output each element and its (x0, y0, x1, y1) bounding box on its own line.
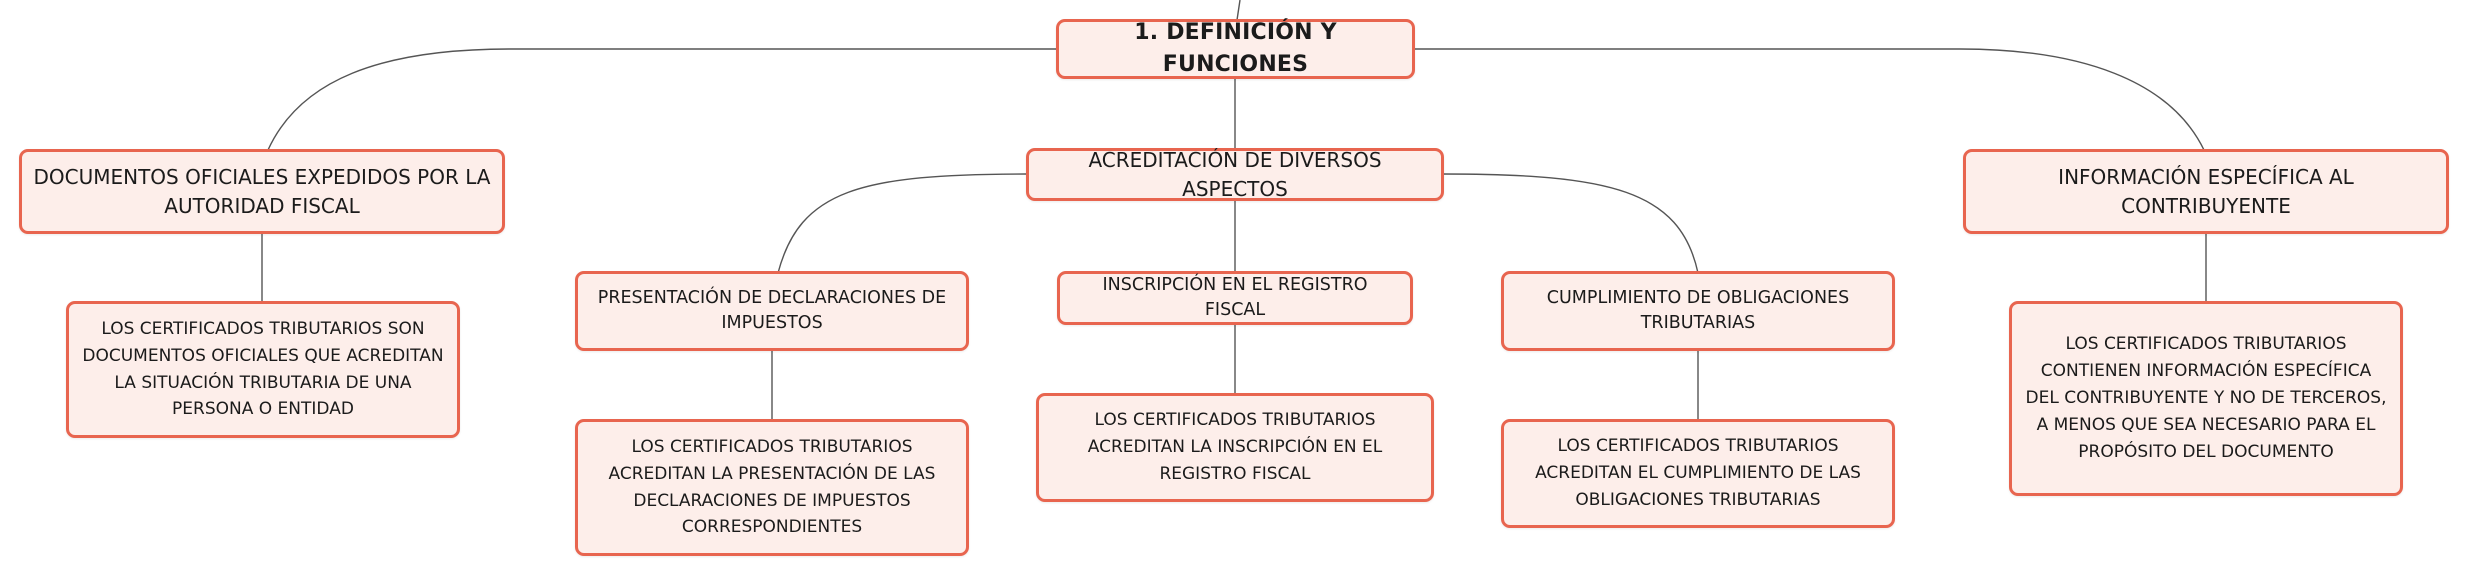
topic-informacion-especifica[interactable]: INFORMACIÓN ESPECÍFICA AL CONTRIBUYENTE (1963, 149, 2449, 234)
detail-documentos-oficiales[interactable]: LOS CERTIFICADOS TRIBUTARIOS SON DOCUMEN… (66, 301, 460, 438)
connector-acreditacion-to-presentacion (777, 173, 1028, 274)
detail-text: LOS CERTIFICADOS TRIBUTARIOS CONTIENEN I… (2025, 334, 2387, 462)
subtopic-label: CUMPLIMIENTO DE OBLIGACIONES TRIBUTARIAS (1546, 287, 1850, 333)
detail-cumplimiento-obligaciones[interactable]: LOS CERTIFICADOS TRIBUTARIOS ACREDITAN E… (1501, 419, 1895, 528)
detail-text: LOS CERTIFICADOS TRIBUTARIOS SON DOCUMEN… (82, 318, 444, 420)
connector-root-to-documentos (267, 48, 1058, 151)
topic-documentos-oficiales[interactable]: DOCUMENTOS OFICIALES EXPEDIDOS POR LA AU… (19, 149, 505, 234)
subtopic-cumplimiento-obligaciones[interactable]: CUMPLIMIENTO DE OBLIGACIONES TRIBUTARIAS (1501, 271, 1895, 351)
topic-label: DOCUMENTOS OFICIALES EXPEDIDOS POR LA AU… (33, 164, 491, 218)
detail-text: LOS CERTIFICADOS TRIBUTARIOS ACREDITAN L… (608, 436, 936, 538)
subtopic-presentacion-declaraciones[interactable]: PRESENTACIÓN DE DECLARACIONES DE IMPUEST… (575, 271, 969, 351)
root-topic-label: 1. DEFINICIÓN Y FUNCIONES (1134, 20, 1337, 77)
detail-presentacion-declaraciones[interactable]: LOS CERTIFICADOS TRIBUTARIOS ACREDITAN L… (575, 419, 969, 556)
connector-root-to-informacion (1414, 48, 2205, 151)
subtopic-label: PRESENTACIÓN DE DECLARACIONES DE IMPUEST… (597, 287, 947, 333)
topic-label: INFORMACIÓN ESPECÍFICA AL CONTRIBUYENTE (2058, 164, 2354, 218)
topic-acreditacion[interactable]: ACREDITACIÓN DE DIVERSOS ASPECTOS (1026, 148, 1444, 201)
root-topic[interactable]: 1. DEFINICIÓN Y FUNCIONES (1056, 19, 1415, 79)
subtopic-label: INSCRIPCIÓN EN EL REGISTRO FISCAL (1102, 274, 1368, 320)
connector-acreditacion-to-cumplimiento (1441, 173, 1699, 274)
topic-label: ACREDITACIÓN DE DIVERSOS ASPECTOS (1088, 147, 1382, 201)
subtopic-inscripcion-registro[interactable]: INSCRIPCIÓN EN EL REGISTRO FISCAL (1057, 271, 1413, 325)
detail-text: LOS CERTIFICADOS TRIBUTARIOS ACREDITAN L… (1087, 410, 1383, 484)
detail-informacion-especifica[interactable]: LOS CERTIFICADOS TRIBUTARIOS CONTIENEN I… (2009, 301, 2403, 496)
detail-text: LOS CERTIFICADOS TRIBUTARIOS ACREDITAN E… (1535, 436, 1861, 510)
detail-inscripcion-registro[interactable]: LOS CERTIFICADOS TRIBUTARIOS ACREDITAN L… (1036, 393, 1434, 502)
